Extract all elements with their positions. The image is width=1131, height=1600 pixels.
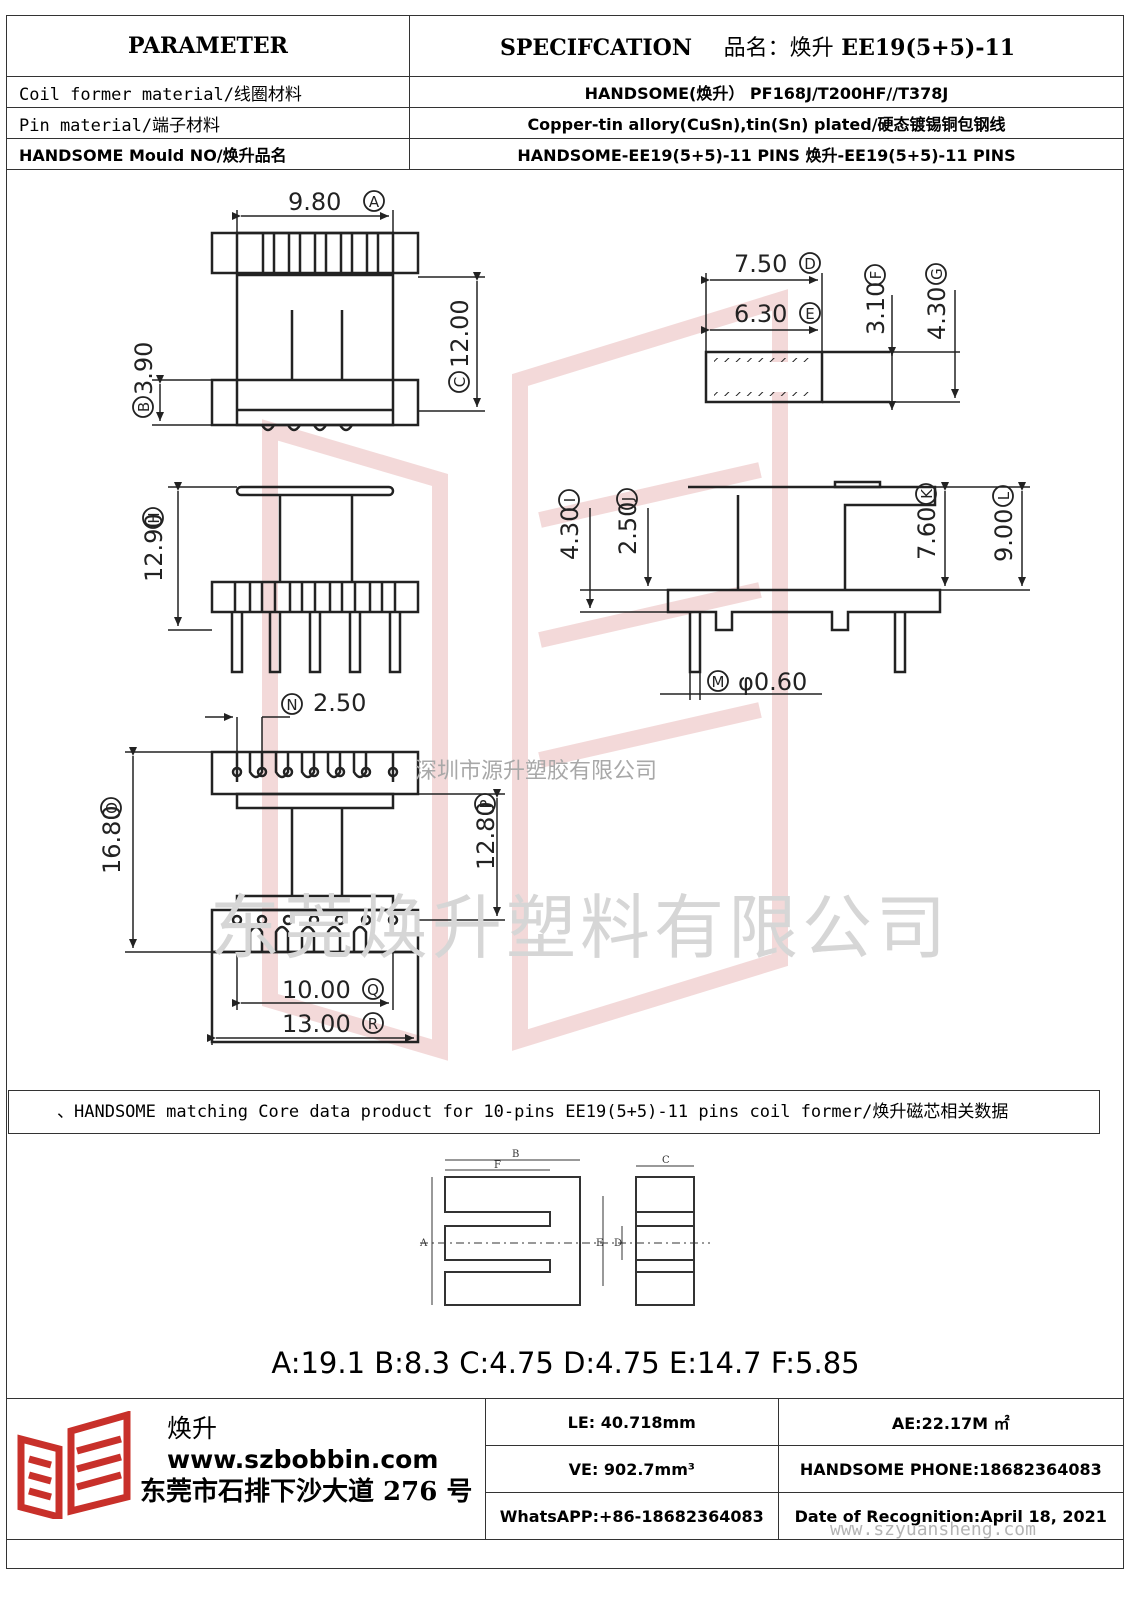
dim-a: 9.80 A xyxy=(288,188,385,216)
dim-c: 12.00 C xyxy=(446,299,474,393)
dim-o: 16.80 O xyxy=(98,797,126,874)
mould-no-label: HANDSOME Mould NO/焕升品名 xyxy=(6,138,410,170)
dim-g: 4.30 G xyxy=(923,263,951,340)
svg-text:7.60: 7.60 xyxy=(913,507,941,560)
svg-text:9.80: 9.80 xyxy=(288,188,341,216)
svg-text:L: L xyxy=(995,491,1013,500)
svg-text:K: K xyxy=(918,488,936,499)
core-drawing: B F A C D E xyxy=(419,1149,710,1306)
core-data-title: 、HANDSOME matching Core data product for… xyxy=(8,1090,1100,1134)
core-label-e: E xyxy=(596,1238,603,1249)
core-label-a: A xyxy=(419,1238,428,1249)
company-info: 焕升www.szbobbin.com 东莞市石排下沙大道 276 号 xyxy=(6,1398,486,1540)
svg-text:9.00: 9.00 xyxy=(990,509,1018,562)
dim-j: 2.50 J xyxy=(614,488,642,555)
svg-text:3.10: 3.10 xyxy=(862,282,890,335)
pin-material-label: Pin material/端子材料 xyxy=(6,107,410,139)
svg-text:C: C xyxy=(451,377,469,387)
dim-d: 7.50 D xyxy=(734,250,821,278)
svg-text:B: B xyxy=(135,402,153,412)
dim-m: M φ0.60 xyxy=(707,668,807,696)
svg-text:O: O xyxy=(103,802,121,814)
svg-text:M: M xyxy=(712,673,725,691)
mould-no-value: HANDSOME-EE19(5+5)-11 PINS 焕升-EE19(5+5)-… xyxy=(409,138,1124,170)
svg-text:I: I xyxy=(561,498,579,502)
company-address: 东莞市石排下沙大道 276 号 xyxy=(140,1477,473,1507)
logo-watermark xyxy=(262,289,788,1061)
view-section xyxy=(704,350,890,404)
phone-value: HANDSOME PHONE:18682364083 xyxy=(777,1445,1125,1493)
ve-value: VE: 902.7mm³ xyxy=(485,1445,779,1493)
dim-f: 3.10 F xyxy=(862,264,890,335)
watermark-url: www.szyuansheng.com xyxy=(830,1519,1036,1540)
dim-h: 12.90 H xyxy=(140,507,168,582)
svg-text:F: F xyxy=(867,271,885,280)
ae-value: AE:22.17M ㎡ xyxy=(777,1398,1125,1446)
dim-k: 7.60 K xyxy=(913,483,941,560)
spec-table: PARAMETER SPECIFCATION 品名：焕升 EE19(5+5)-1… xyxy=(6,15,1124,170)
core-label-b: B xyxy=(512,1149,519,1160)
svg-text:10.00: 10.00 xyxy=(282,976,351,1004)
svg-text:A: A xyxy=(369,193,380,211)
watermark-company-small: 深圳市源升塑胶有限公司 xyxy=(415,759,658,784)
le-value: LE: 40.718mm xyxy=(485,1398,779,1446)
dim-n: N 2.50 xyxy=(281,689,366,717)
view-front xyxy=(210,485,420,674)
svg-text:12.00: 12.00 xyxy=(446,299,474,368)
svg-text:6.30: 6.30 xyxy=(734,300,787,328)
svg-text:R: R xyxy=(368,1015,378,1033)
view-bottom xyxy=(210,750,420,1044)
svg-text:7.50: 7.50 xyxy=(734,250,787,278)
model-name: EE19(5+5)-11 xyxy=(841,35,1016,61)
core-dimensions: A:19.1 B:8.3 C:4.75 D:4.75 E:14.7 F:5.85 xyxy=(271,1346,860,1380)
product-name-label: 品名：焕升 xyxy=(723,36,834,61)
svg-text:Q: Q xyxy=(367,981,379,999)
svg-text:4.30: 4.30 xyxy=(923,287,951,340)
svg-text:13.00: 13.00 xyxy=(282,1010,351,1038)
svg-text:J: J xyxy=(619,497,637,502)
svg-text:12.80: 12.80 xyxy=(472,801,500,870)
dim-p: 12.80 P xyxy=(472,793,500,870)
dim-b: 3.90 B xyxy=(130,342,158,418)
core-label-c: C xyxy=(662,1155,670,1166)
view-top xyxy=(210,231,420,432)
company-logo-icon xyxy=(17,1411,131,1519)
svg-text:N: N xyxy=(286,696,297,714)
svg-text:φ0.60: φ0.60 xyxy=(738,668,807,696)
svg-text:2.50: 2.50 xyxy=(614,502,642,555)
core-label-d: D xyxy=(614,1238,622,1249)
svg-text:2.50: 2.50 xyxy=(313,689,366,717)
svg-text:4.30: 4.30 xyxy=(556,507,584,560)
svg-text:16.80: 16.80 xyxy=(98,805,126,874)
svg-text:3.90: 3.90 xyxy=(130,342,158,395)
coil-material-value: HANDSOME(焕升） PF168J/T200HF//T378J xyxy=(409,76,1124,108)
view-side xyxy=(666,480,942,674)
svg-text:H: H xyxy=(145,512,163,523)
svg-text:P: P xyxy=(477,799,495,808)
parameter-header: PARAMETER xyxy=(6,15,410,77)
whatsapp-value: WhatsAPP:+86-18682364083 xyxy=(485,1492,779,1540)
footer-table: 焕升www.szbobbin.com 东莞市石排下沙大道 276 号 LE: 4… xyxy=(6,1398,1125,1540)
brand-line: 焕升www.szbobbin.com xyxy=(167,1409,485,1474)
dim-q: 10.00 Q xyxy=(282,976,384,1004)
dim-e: 6.30 E xyxy=(734,300,821,328)
pin-material-value: Copper-tin allory(CuSn),tin(Sn) plated/硬… xyxy=(409,107,1124,139)
svg-text:E: E xyxy=(805,305,814,323)
dim-l: 9.00 L xyxy=(990,485,1018,562)
technical-drawing: 9.80 A 3.90 B 12.00 C 7.50 D 6.30 E 3.10… xyxy=(98,188,1030,1061)
watermark-company-large: 东莞焕升塑料有限公司 xyxy=(210,887,950,969)
svg-text:D: D xyxy=(804,255,816,273)
svg-text:G: G xyxy=(928,268,946,280)
dim-r: 13.00 R xyxy=(282,1010,384,1038)
coil-material-label: Coil former material/线圈材料 xyxy=(6,76,410,108)
recognition-date: Date of Recognition:April 18, 2021 xyxy=(777,1492,1125,1540)
specification-header: SPECIFCATION 品名：焕升 EE19(5+5)-11 xyxy=(409,15,1124,77)
specification-label: SPECIFCATION xyxy=(500,35,692,61)
brand-zh: 焕升 xyxy=(167,1414,218,1443)
website-link[interactable]: www.szbobbin.com xyxy=(167,1445,439,1474)
dim-i: 4.30 I xyxy=(556,489,584,560)
core-label-f: F xyxy=(494,1160,501,1171)
